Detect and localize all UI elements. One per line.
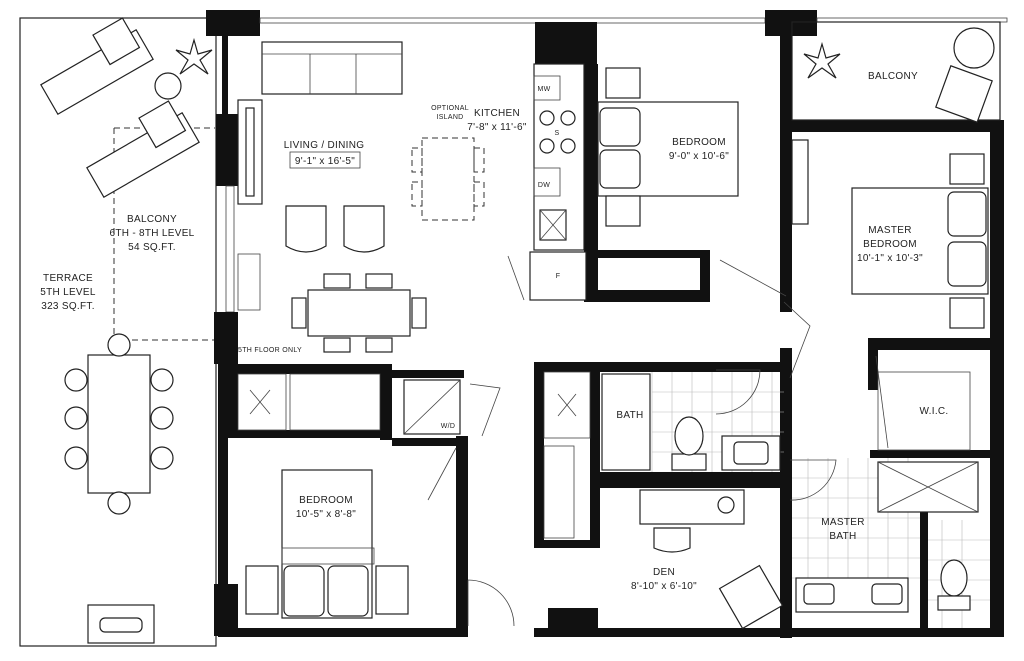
plant-icon <box>175 37 213 75</box>
master-bedroom-line1: MASTER <box>868 225 911 236</box>
living-name: LIVING / DINING <box>284 140 365 151</box>
fridge <box>529 251 587 301</box>
balcony-side-area: 54 SQ.FT. <box>128 242 176 253</box>
fifth-floor-note: 5TH FLOOR ONLY <box>238 347 302 354</box>
den-name: DEN <box>653 567 675 578</box>
den-dims: 8'-10" x 6'-10" <box>631 581 697 592</box>
sofa <box>261 41 403 95</box>
closet <box>543 371 591 539</box>
plant-icon <box>803 41 841 79</box>
media-console <box>237 99 263 205</box>
bedroom-top-dims: 9'-0" x 10'-6" <box>669 151 729 162</box>
kitchen-dims: 7'-8" x 11'-6" <box>467 122 527 133</box>
armchair <box>935 65 993 123</box>
balcony-side-levels: 6TH - 8TH LEVEL <box>109 228 194 239</box>
master-bed <box>851 153 989 329</box>
toilet <box>671 416 707 471</box>
optional-island-line1: OPTIONAL <box>431 105 469 112</box>
toilet <box>937 559 971 611</box>
desk <box>639 489 745 525</box>
balcony-top-area <box>791 21 1001 121</box>
dining-table <box>291 273 427 353</box>
side-table <box>953 27 995 69</box>
optional-island <box>411 137 485 221</box>
living-dims: 9'-1" x 16'-5" <box>295 156 355 167</box>
armchair <box>285 205 385 253</box>
bbq-grill <box>87 604 155 644</box>
door-swings <box>427 255 889 627</box>
master-bath-line2: BATH <box>829 531 856 542</box>
stove-label: S <box>555 130 560 137</box>
bed <box>597 67 739 227</box>
master-bedroom-dims: 10'-1" x 10'-3" <box>857 253 923 264</box>
balcony-side-name: BALCONY <box>127 214 177 225</box>
microwave-label: MW <box>537 86 550 93</box>
closet-shelving <box>877 371 971 451</box>
bedroom-bottom-dims: 10'-5" x 8'-8" <box>296 509 356 520</box>
fridge-label: F <box>556 273 561 280</box>
terrace-area <box>19 17 217 647</box>
balcony-top-name: BALCONY <box>868 71 918 82</box>
lounge-chair <box>86 100 200 199</box>
vanity <box>795 577 909 613</box>
terrace-dining-table <box>64 333 174 515</box>
optional-island-line2: ISLAND <box>436 114 463 121</box>
walls <box>206 10 1008 638</box>
bedroom-top-name: BEDROOM <box>672 137 726 148</box>
closet <box>237 373 381 431</box>
terrace-levels: 5TH LEVEL <box>40 287 96 298</box>
kitchen-name: KITCHEN <box>474 108 520 119</box>
lounge-chair <box>40 17 154 116</box>
dresser <box>791 139 809 225</box>
master-bedroom-line2: BEDROOM <box>863 239 917 250</box>
desk-chair <box>653 527 691 553</box>
kitchen-counter <box>533 63 585 251</box>
master-bath-line1: MASTER <box>821 517 864 528</box>
sink <box>721 435 781 471</box>
terrace-name: TERRACE <box>43 273 93 284</box>
armchair <box>718 564 784 630</box>
wic-name: W.I.C. <box>919 406 948 417</box>
terrace-area-label: 323 SQ.FT. <box>41 301 95 312</box>
washer-dryer <box>403 379 461 435</box>
washer-dryer-label: W/D <box>441 423 456 430</box>
dishwasher-label: DW <box>538 182 550 189</box>
side-table <box>154 72 182 100</box>
fireplace <box>237 253 261 311</box>
bedroom-bottom-name: BEDROOM <box>299 495 353 506</box>
bathtub <box>601 373 651 471</box>
bed <box>245 469 409 619</box>
bath-name: BATH <box>616 410 643 421</box>
